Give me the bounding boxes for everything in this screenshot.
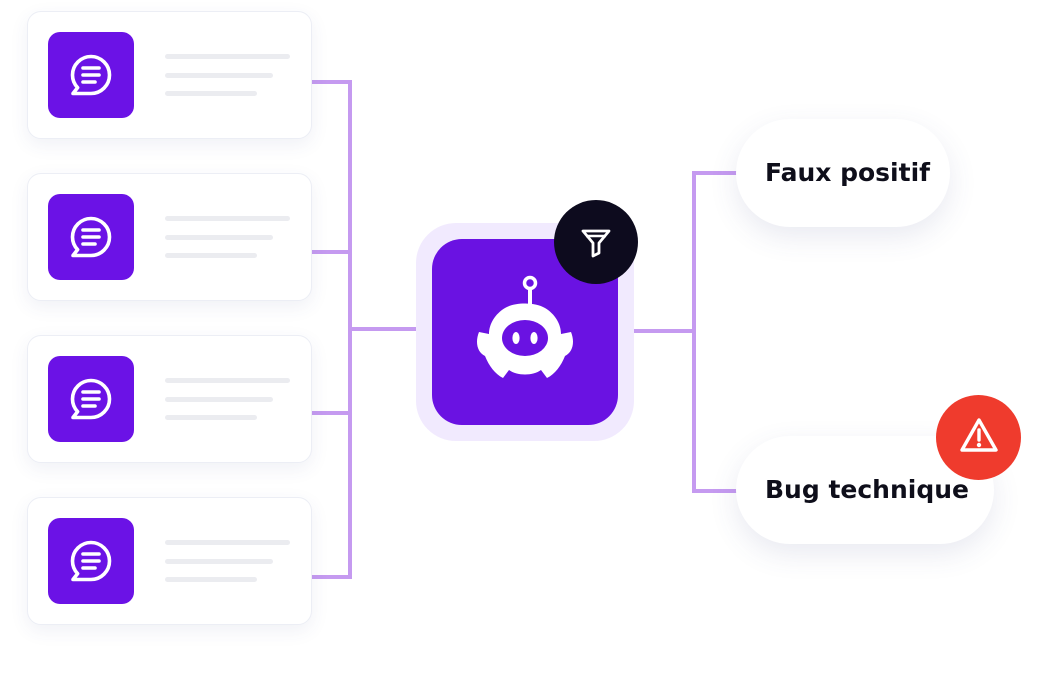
- warning-badge: [936, 395, 1021, 480]
- left-bracket-line: [310, 80, 352, 579]
- chat-bubble-icon: [70, 216, 112, 258]
- chat-bubble-icon: [70, 540, 112, 582]
- placeholder-line: [165, 540, 290, 545]
- placeholder-line: [165, 54, 290, 59]
- message-icon-tile: [48, 356, 134, 442]
- output-false-positive: Faux positif: [736, 119, 950, 227]
- message-card-1: [27, 11, 312, 139]
- placeholder-line: [165, 253, 257, 258]
- placeholder-line: [165, 577, 257, 582]
- message-card-3: [27, 335, 312, 463]
- message-icon-tile: [48, 518, 134, 604]
- output-label: Bug technique: [765, 475, 969, 504]
- filter-funnel-icon: [581, 229, 611, 258]
- filter-badge: [554, 200, 638, 284]
- placeholder-line: [165, 91, 257, 96]
- placeholder-line: [165, 378, 290, 383]
- message-icon-tile: [48, 194, 134, 280]
- placeholder-line: [165, 397, 273, 402]
- placeholder-line: [165, 235, 273, 240]
- chat-bubble-icon: [70, 378, 112, 420]
- placeholder-line: [165, 73, 273, 78]
- right-bracket-line: [692, 171, 738, 493]
- message-card-2: [27, 173, 312, 301]
- robot-icon: [477, 275, 573, 378]
- chat-bubble-icon: [70, 54, 112, 96]
- placeholder-line: [165, 216, 290, 221]
- output-label: Faux positif: [765, 158, 931, 187]
- placeholder-line: [165, 559, 273, 564]
- message-card-4: [27, 497, 312, 625]
- message-icon-tile: [48, 32, 134, 118]
- warning-triangle-icon: [960, 418, 998, 452]
- placeholder-line: [165, 415, 257, 420]
